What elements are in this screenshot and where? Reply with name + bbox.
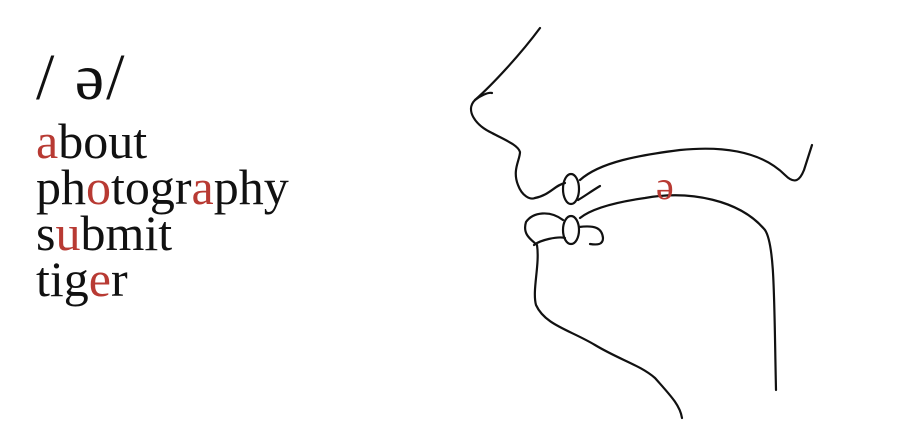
highlighted-vowel: a (36, 113, 59, 169)
word-segment: bout (58, 113, 148, 169)
mouth-profile-diagram (440, 0, 900, 429)
upper-lip (561, 172, 581, 206)
highlighted-vowel: o (86, 159, 111, 215)
word-segment: bmit (80, 205, 173, 261)
example-word: about (36, 116, 416, 166)
example-word: photography (36, 162, 416, 212)
word-segment: tig (36, 251, 89, 307)
example-word: tiger (36, 254, 416, 304)
inner-face-line (532, 236, 567, 247)
highlighted-vowel: e (88, 251, 111, 307)
lower-jaw-outline (524, 212, 684, 420)
upper-teeth-front (533, 181, 567, 200)
schwa-symbol-label: ə (656, 163, 674, 208)
nose-detail (473, 91, 494, 102)
highlighted-vowel: a (191, 159, 214, 215)
upper-gum (576, 184, 602, 202)
word-segment: r (111, 251, 128, 307)
tongue-outline (578, 194, 778, 392)
word-segment: s (36, 205, 56, 261)
tongue-tip (577, 225, 605, 246)
word-segment: togr (111, 159, 192, 215)
lower-lip (561, 214, 581, 246)
palate-outline (578, 143, 814, 182)
word-segment: phy (213, 159, 289, 215)
word-segment: ph (36, 159, 86, 215)
example-word: submit (36, 208, 416, 258)
highlighted-vowel: u (55, 205, 81, 261)
face-profile-outline (469, 26, 542, 200)
phoneme-title: / ə/ (36, 41, 127, 114)
